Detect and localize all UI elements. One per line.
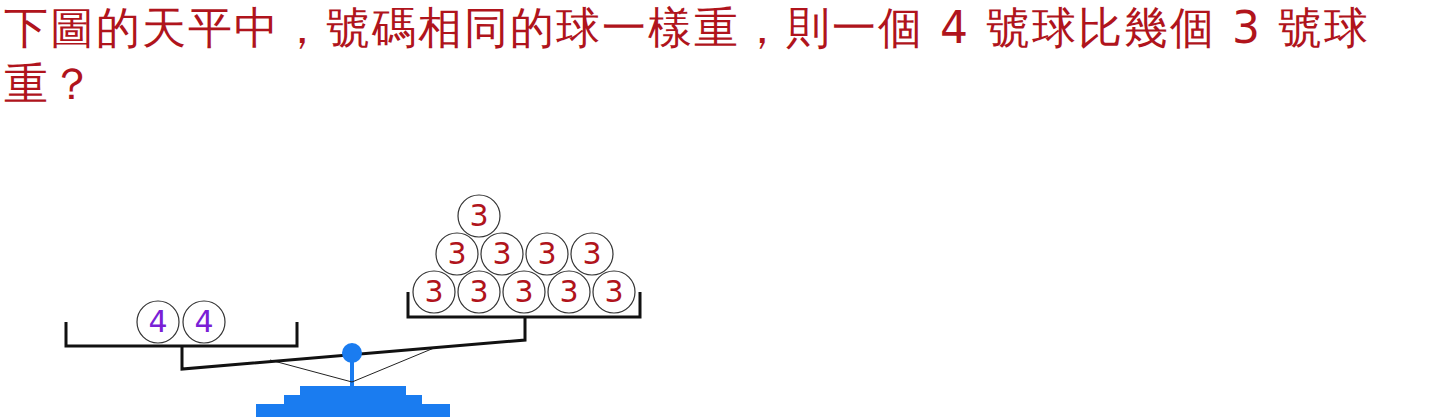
scale-beam [182, 316, 525, 369]
page-title: 下圖的天平中，號碼相同的球一樣重，則一個 4 號球比幾個 3 號球重？ [4, 0, 1448, 112]
number-ball: 4 [182, 300, 226, 344]
ball-number: 3 [502, 270, 546, 314]
ball-number: 3 [592, 270, 636, 314]
ball-number: 3 [412, 270, 456, 314]
ball-number: 3 [570, 232, 614, 276]
number-ball: 3 [480, 232, 524, 276]
pivot [342, 343, 362, 363]
number-ball: 3 [547, 270, 591, 314]
number-ball: 4 [136, 300, 180, 344]
left-pan [66, 322, 297, 346]
number-ball: 3 [412, 270, 456, 314]
scale-base [256, 386, 450, 417]
ball-number: 3 [480, 232, 524, 276]
number-ball: 3 [435, 232, 479, 276]
number-ball: 3 [525, 232, 569, 276]
number-ball: 3 [592, 270, 636, 314]
number-ball: 3 [457, 270, 501, 314]
ball-number: 3 [547, 270, 591, 314]
number-ball: 3 [457, 194, 501, 238]
ball-number: 4 [136, 300, 180, 344]
number-ball: 3 [570, 232, 614, 276]
number-ball: 3 [502, 270, 546, 314]
ball-number: 3 [525, 232, 569, 276]
ball-number: 3 [435, 232, 479, 276]
ball-number: 3 [457, 194, 501, 238]
ball-number: 4 [182, 300, 226, 344]
ball-number: 3 [457, 270, 501, 314]
